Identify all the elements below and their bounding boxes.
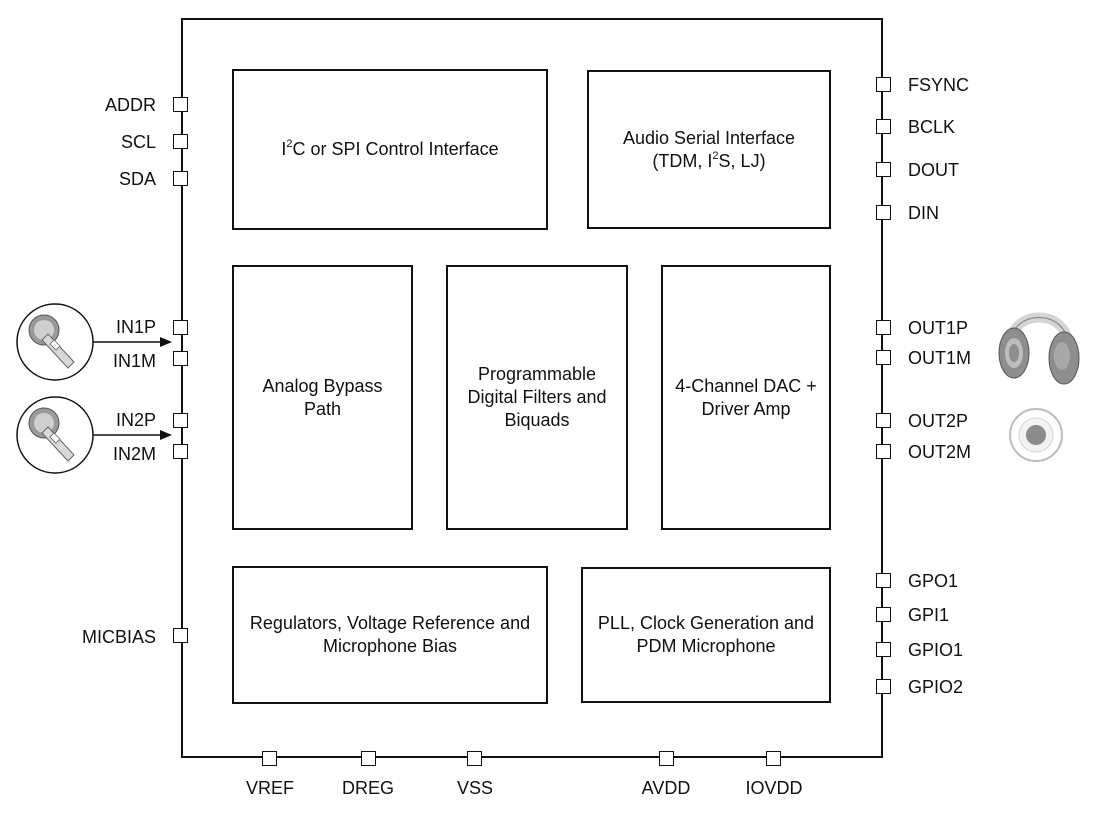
pin-label-in2m: IN2M: [112, 444, 156, 464]
regulators-block: Regulators, Voltage Reference and Microp…: [232, 566, 548, 704]
pin-micbias: [173, 628, 188, 643]
pin-bclk: [876, 119, 891, 134]
pin-label-avdd: AVDD: [641, 778, 691, 798]
pin-label-gpo1: GPO1: [908, 571, 959, 591]
pin-label-in1m: IN1M: [112, 351, 156, 371]
pin-label-dout: DOUT: [908, 160, 959, 180]
pin-label-out2m: OUT2M: [908, 442, 971, 462]
pin-addr: [173, 97, 188, 112]
pin-label-micbias: MICBIAS: [81, 627, 156, 647]
headphones-icon: [998, 312, 1080, 385]
pin-label-bclk: BCLK: [908, 117, 956, 137]
pin-avdd: [659, 751, 674, 766]
microphone-icon: [16, 396, 172, 474]
pin-in1m: [173, 351, 188, 366]
pin-label-sda: SDA: [118, 169, 156, 189]
regulators-label: Regulators, Voltage Reference and Microp…: [249, 613, 531, 656]
pin-vref: [262, 751, 277, 766]
pin-label-iovdd: IOVDD: [745, 778, 803, 798]
pin-label-vss: VSS: [456, 778, 494, 798]
pin-in2p: [173, 413, 188, 428]
pin-vss: [467, 751, 482, 766]
pin-scl: [173, 134, 188, 149]
pin-label-in1p: IN1P: [115, 317, 156, 337]
pin-label-gpi1: GPI1: [908, 605, 950, 625]
pin-label-gpio1: GPIO1: [908, 640, 964, 660]
dac-driver-label: 4-Channel DAC + Driver Amp: [675, 375, 817, 419]
audio-serial-interface-label: Audio Serial Interface (TDM, I2S, LJ): [622, 127, 796, 171]
pin-dreg: [361, 751, 376, 766]
pin-out2p: [876, 413, 891, 428]
pin-out2m: [876, 444, 891, 459]
pin-dout: [876, 162, 891, 177]
pin-din: [876, 205, 891, 220]
pin-sda: [173, 171, 188, 186]
pin-label-addr: ADDR: [104, 95, 156, 115]
pin-label-scl: SCL: [120, 132, 156, 152]
pin-fsync: [876, 77, 891, 92]
pin-gpo1: [876, 573, 891, 588]
pin-label-in2p: IN2P: [115, 410, 156, 430]
pll-label: PLL, Clock Generation and PDM Microphone: [597, 613, 815, 656]
pin-out1p: [876, 320, 891, 335]
digital-filters-block: Programmable Digital Filters and Biquads: [446, 265, 628, 530]
pin-in2m: [173, 444, 188, 459]
pin-label-out2p: OUT2P: [908, 411, 969, 431]
control-interface-label: I2C or SPI Control Interface: [281, 138, 499, 160]
pin-label-out1m: OUT1M: [908, 348, 971, 368]
pin-iovdd: [766, 751, 781, 766]
digital-filters-label: Programmable Digital Filters and Biquads: [467, 364, 607, 430]
pin-gpio1: [876, 642, 891, 657]
pin-gpio2: [876, 679, 891, 694]
pin-label-dreg: DREG: [341, 778, 394, 798]
chip-outline: [181, 18, 883, 758]
pin-out1m: [876, 350, 891, 365]
pin-label-fsync: FSYNC: [908, 75, 970, 95]
speaker-icon: [1009, 408, 1063, 462]
pll-block: PLL, Clock Generation and PDM Microphone: [581, 567, 831, 703]
dac-driver-block: 4-Channel DAC + Driver Amp: [661, 265, 831, 530]
analog-bypass-label: Analog Bypass Path: [262, 375, 383, 419]
pin-label-din: DIN: [908, 203, 939, 223]
pin-label-out1p: OUT1P: [908, 318, 969, 338]
microphone-icon: [16, 303, 172, 381]
pin-in1p: [173, 320, 188, 335]
pin-label-vref: VREF: [245, 778, 294, 798]
audio-serial-interface-block: Audio Serial Interface (TDM, I2S, LJ): [587, 70, 831, 229]
control-interface-block: I2C or SPI Control Interface: [232, 69, 548, 230]
pin-label-gpio2: GPIO2: [908, 677, 964, 697]
pin-gpi1: [876, 607, 891, 622]
analog-bypass-block: Analog Bypass Path: [232, 265, 413, 530]
